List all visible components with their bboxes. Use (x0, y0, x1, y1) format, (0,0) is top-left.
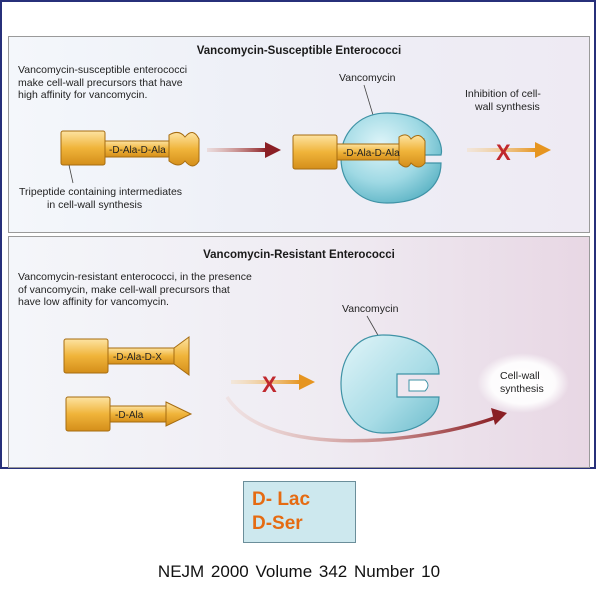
outcome-line: Cell-wall (500, 370, 540, 382)
susceptible-description: Vancomycin-susceptible enterococci make … (18, 64, 187, 102)
blocked-arrow (467, 142, 551, 158)
susceptible-precursor (60, 130, 200, 167)
susceptible-diagram: -D-Ala-D-Ala Tripeptide containing inter… (19, 72, 551, 211)
precursor-dx-label: -D-Ala-D-X (113, 352, 162, 363)
tripeptide-caption-line: in cell-wall synthesis (47, 199, 142, 211)
precursor-dala-label: -D-Ala (115, 410, 144, 421)
resistant-diagram: -D-Ala-D-X -D-Ala X Vancomycin (63, 303, 569, 443)
resistant-panel-title: Vancomycin-Resistant Enterococci (203, 249, 395, 261)
vancomycin-leader-line (363, 84, 374, 116)
description-line: high affinity for vancomycin. (18, 89, 148, 101)
caption-leader-line (68, 164, 74, 184)
bypass-curve-arrow (225, 396, 498, 443)
citation: NEJM 2000 Volume 342 Number 10 (157, 562, 441, 581)
vancomycin-label: Vancomycin (339, 72, 396, 84)
block-x-mark: X (496, 140, 511, 165)
legend-line-d-lac: D- Lac (252, 489, 311, 510)
description-line: Vancomycin-susceptible enterococci (18, 64, 188, 76)
vancomycin-molecule (340, 334, 440, 434)
legend-box: D- Lac D-Ser (243, 481, 356, 543)
binding-arrow (207, 142, 281, 158)
susceptible-panel: Vancomycin-Susceptible Enterococci Vanco… (8, 36, 590, 233)
resistant-precursor-dala (65, 396, 193, 432)
description-line: have low affinity for vancomycin. (18, 296, 169, 308)
resistant-panel: Vancomycin-Resistant Enterococci Vancomy… (8, 236, 590, 468)
legend-line-d-ser: D-Ser (252, 513, 303, 534)
figure-frame: Vancomycin-Susceptible Enterococci Vanco… (0, 0, 596, 469)
description-line: make cell-wall precursors that have (18, 76, 183, 89)
precursor-label: -D-Ala-D-Ala (109, 145, 166, 156)
vancomycin-label: Vancomycin (342, 303, 399, 315)
outcome-glow (477, 353, 569, 413)
tripeptide-caption-line: Tripeptide containing intermediates (19, 186, 182, 198)
description-line: of vancomycin, make cell-wall precursors… (18, 283, 230, 296)
bound-label: -D-Ala-D-Ala (343, 148, 400, 159)
blocked-arrow (231, 374, 315, 390)
description-line: Vancomycin-resistant enterococci, in the… (18, 271, 252, 283)
resistant-description: Vancomycin-resistant enterococci, in the… (18, 271, 252, 309)
bypass-arrowhead (491, 408, 507, 425)
susceptible-panel-title: Vancomycin-Susceptible Enterococci (196, 45, 402, 57)
outcome-line: synthesis (500, 383, 544, 395)
outcome-line: Inhibition of cell- (465, 88, 541, 100)
vancomycin-leader-line (366, 315, 380, 338)
block-x-mark: X (262, 372, 277, 397)
outcome-line: wall synthesis (474, 101, 540, 113)
bound-precursor (292, 134, 426, 170)
resistant-precursor-dx (63, 336, 190, 376)
